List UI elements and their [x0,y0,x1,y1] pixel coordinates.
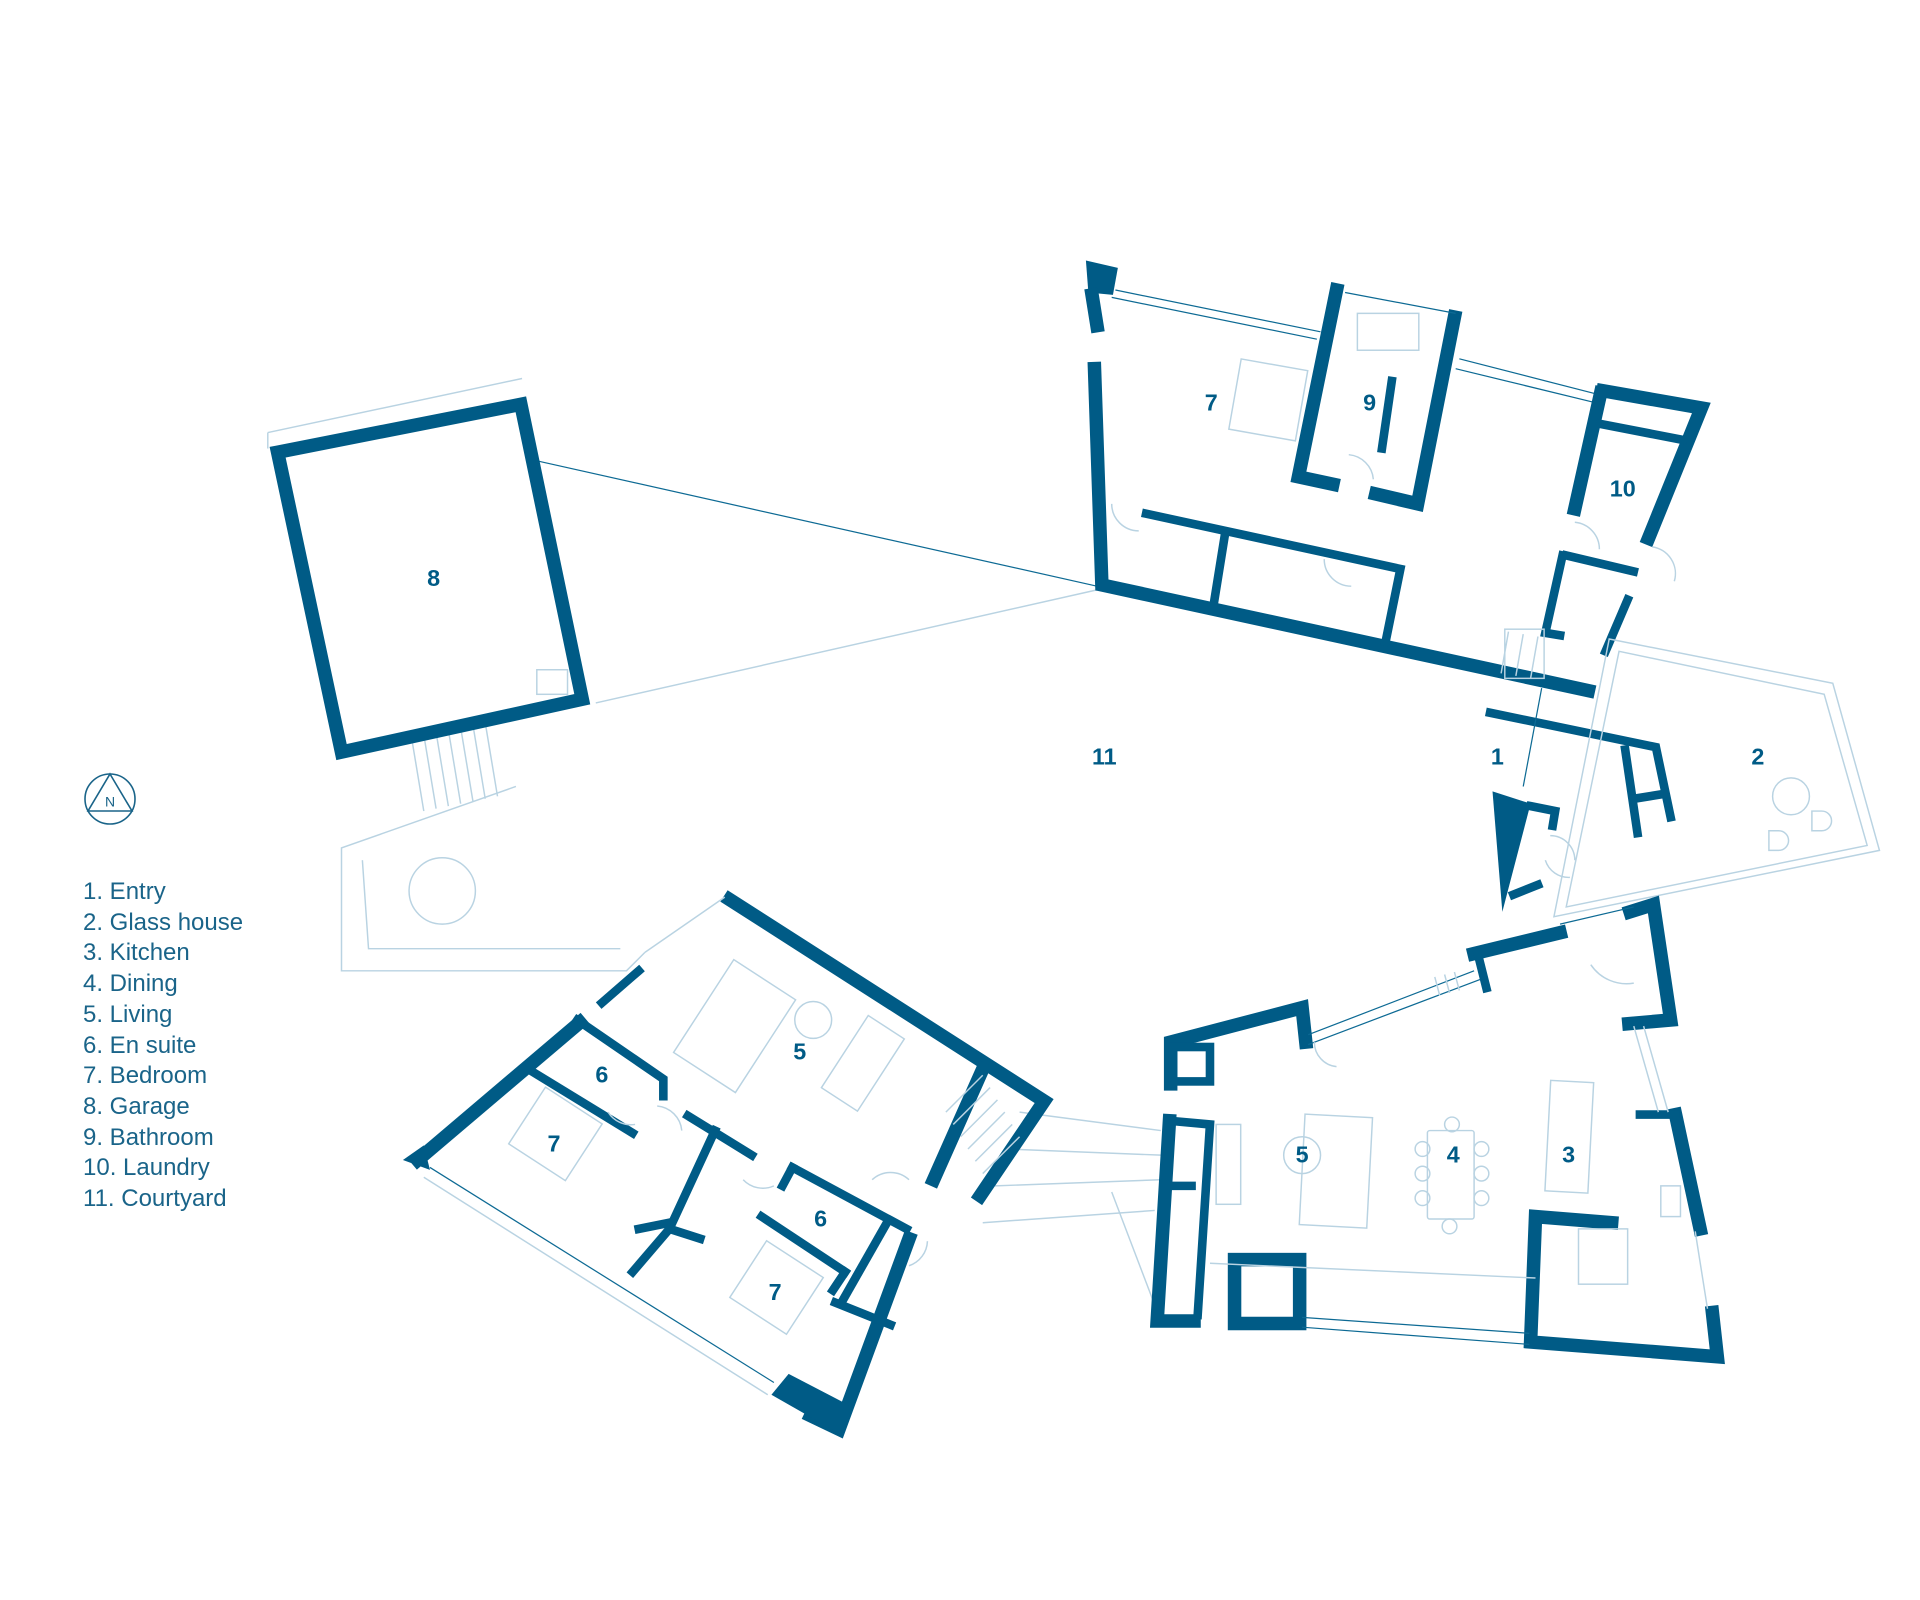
room-label-garage: 8 [427,565,440,591]
room-label-living-west: 5 [793,1038,806,1064]
legend-item: 8. Garage [83,1092,190,1120]
room-label-dining: 4 [1447,1142,1460,1168]
room-label-living-east: 5 [1296,1142,1309,1168]
legend-item: 4. Dining [83,970,178,998]
legend-item: 6. En suite [83,1031,197,1059]
legend-item: 11. Courtyard [83,1185,227,1213]
bedroom-wing [1084,260,1711,699]
legend-item: 10. Laundry [83,1154,210,1182]
legend-item: 7. Bedroom [83,1062,208,1090]
bedroom-wing-sw [402,890,1054,1439]
room-label-bedroom-sw-a: 7 [548,1130,561,1156]
legend-item: 3. Kitchen [83,939,190,967]
room-label-glass-house: 2 [1751,743,1764,769]
room-label-ensuite-b: 6 [814,1205,827,1231]
legend-item: 9. Bathroom [83,1123,214,1151]
room-legend: 1. Entry 2. Glass house 3. Kitchen 4. Di… [83,877,243,1215]
legend-item: 1. Entry [83,878,166,905]
legend-item: 2. Glass house [83,908,244,936]
living-wing-east [1149,895,1725,1365]
room-label-bathroom: 9 [1363,389,1376,415]
entry-glass-house [1484,638,1881,918]
room-label-ensuite-a: 6 [595,1062,608,1088]
room-label-laundry: 10 [1610,475,1636,501]
legend-item: 5. Living [83,1000,173,1028]
courtyard-lines [340,460,1162,1322]
room-label-bedroom-north: 7 [1205,389,1218,415]
room-label-entry: 1 [1491,743,1504,769]
room-label-courtyard: 11 [1092,743,1117,769]
north-label: N [105,794,115,810]
room-label-bedroom-sw-b: 7 [769,1279,782,1305]
garage [267,377,591,761]
room-label-kitchen: 3 [1562,1142,1575,1168]
north-arrow-icon: N [84,772,136,825]
